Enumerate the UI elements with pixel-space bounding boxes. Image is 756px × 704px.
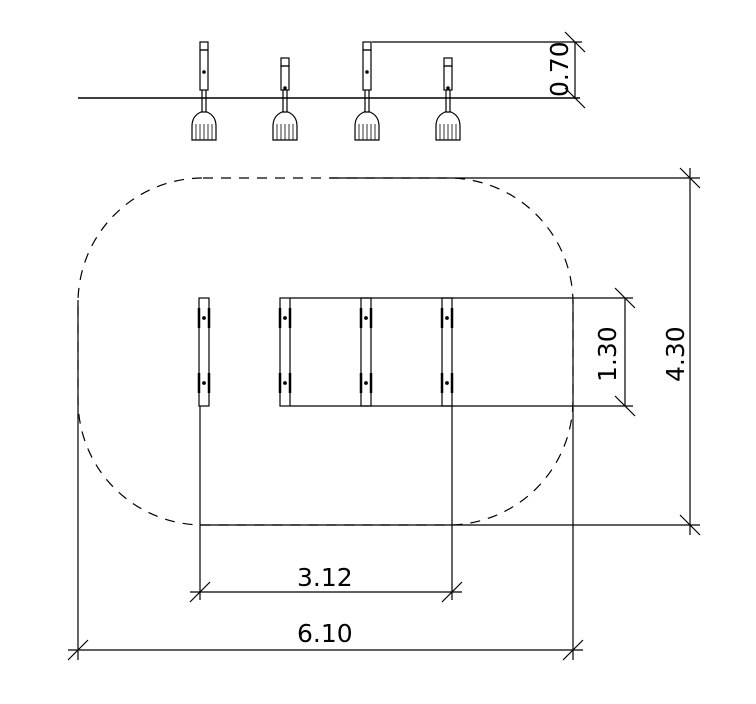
bolt xyxy=(445,381,449,385)
bolt xyxy=(364,381,368,385)
bar-rect xyxy=(360,297,372,407)
bolt xyxy=(202,381,206,385)
elevation-view: 0.70 xyxy=(78,31,586,141)
post-body xyxy=(443,65,453,91)
dim-430-tick-top xyxy=(679,167,701,189)
bar-rect xyxy=(198,297,210,407)
post-elevation xyxy=(272,57,298,141)
bolt xyxy=(365,70,369,74)
dim-130-tick-bottom xyxy=(614,395,636,417)
bolt xyxy=(283,86,287,90)
bar-rect xyxy=(441,297,453,407)
bar-plan xyxy=(440,297,454,407)
post-elevation xyxy=(354,41,380,141)
dim-610-tick-right xyxy=(562,639,584,661)
dimension-label-3-12: 3.12 xyxy=(297,563,353,592)
dim-070-tick-bottom xyxy=(564,87,586,109)
dim-312-tick-right xyxy=(441,581,463,603)
bolt xyxy=(446,86,450,90)
safety-zone-outline xyxy=(77,177,574,526)
bar-plan xyxy=(278,297,292,407)
dimension-label-4-30: 4.30 xyxy=(661,326,690,382)
post-body xyxy=(362,49,372,91)
bolt xyxy=(202,70,206,74)
post-cap xyxy=(280,57,290,67)
plan-view: 1.30 4.30 3.12 6.10 xyxy=(67,167,701,661)
post-elevation xyxy=(435,57,461,141)
bolt xyxy=(202,316,206,320)
bolt xyxy=(364,316,368,320)
footing xyxy=(272,111,298,141)
dim-070-tick-top xyxy=(564,31,586,53)
dimension-label-1-30: 1.30 xyxy=(593,326,622,382)
bar-plan xyxy=(359,297,373,407)
bolt xyxy=(283,316,287,320)
bolt xyxy=(445,316,449,320)
footing xyxy=(354,111,380,141)
bar-plan xyxy=(197,297,211,407)
footing xyxy=(191,111,217,141)
dim-430-tick-bottom xyxy=(679,514,701,536)
dimension-label-0-70: 0.70 xyxy=(545,41,574,97)
dim-312-tick-left xyxy=(189,581,211,603)
bar-rect xyxy=(279,297,291,407)
dim-130-tick-top xyxy=(614,287,636,309)
dim-610-tick-left xyxy=(67,639,89,661)
post-body xyxy=(280,65,290,91)
bolt xyxy=(283,381,287,385)
footing xyxy=(435,111,461,141)
post-cap xyxy=(199,41,209,51)
post-cap xyxy=(362,41,372,51)
dimension-label-6-10: 6.10 xyxy=(297,619,353,648)
post-cap xyxy=(443,57,453,67)
post-elevation xyxy=(191,41,217,141)
post-body xyxy=(199,49,209,91)
